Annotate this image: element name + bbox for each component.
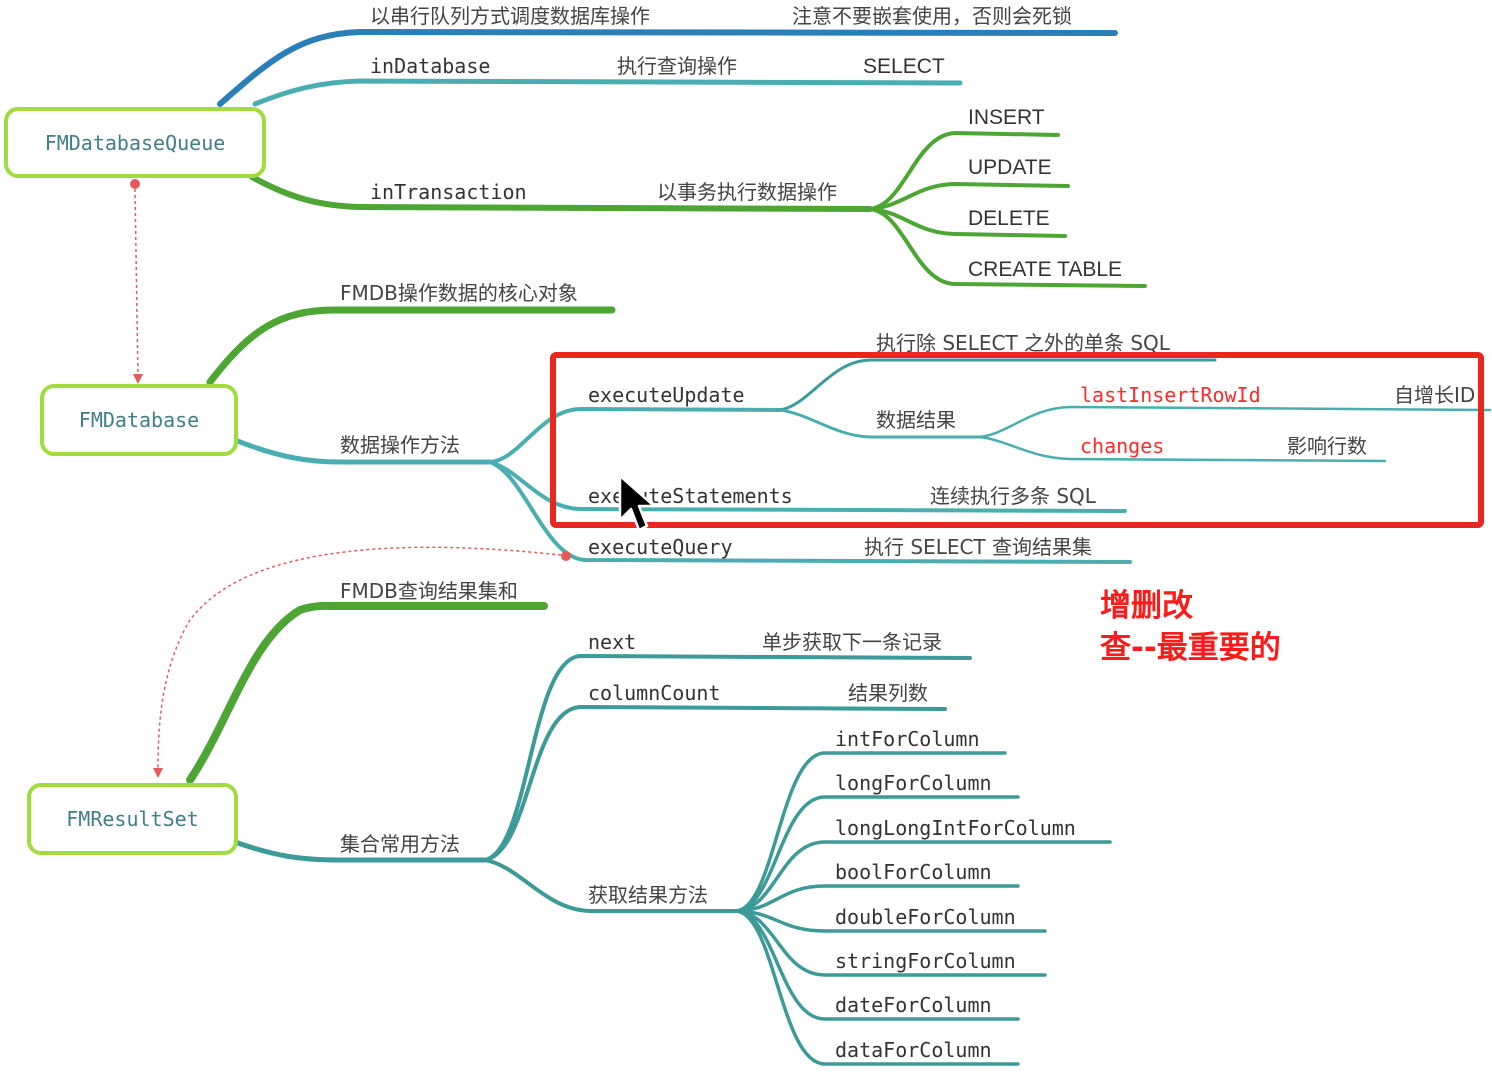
relation-queue-database: [134, 188, 139, 379]
getter-branches: [733, 751, 1112, 1066]
label-getter: stringForColumn: [835, 949, 1016, 973]
label-executeupdate-desc: 执行除 SELECT 之外的单条 SQL: [876, 331, 1170, 355]
label-executeupdate: executeUpdate: [588, 383, 745, 407]
annotation-line1: 增删改: [1100, 588, 1193, 624]
branch-getters: [483, 858, 737, 913]
label-resultset-methods: 集合常用方法: [340, 832, 460, 856]
annotation-note: 增删改 查--最重要的: [1100, 585, 1281, 669]
label-database-methods: 数据操作方法: [340, 433, 460, 457]
label-intransaction: inTransaction: [370, 180, 527, 204]
label-columncount: columnCount: [588, 681, 721, 705]
branch-resultset-desc: [186, 601, 548, 784]
label-intransaction-desc: 以事务执行数据操作: [657, 180, 837, 204]
node-fmresultset[interactable]: FMResultSet: [27, 783, 238, 855]
label-indatabase-desc: 执行查询操作: [617, 54, 737, 78]
label-changes-desc: 影响行数: [1287, 434, 1367, 458]
label-next-desc: 单步获取下一条记录: [762, 630, 942, 654]
label-lastinsertrowid-desc: 自增长ID: [1394, 385, 1476, 405]
getter-branch-line: [733, 884, 1020, 913]
label-executestatements-desc: 连续执行多条 SQL: [930, 484, 1096, 508]
label-getter: doubleForColumn: [835, 905, 1016, 929]
branch-changes: [978, 435, 1387, 463]
branch-intransaction: [249, 174, 873, 212]
label-next: next: [588, 630, 637, 654]
label-executequery: executeQuery: [588, 535, 733, 559]
label-result: 数据结果: [876, 408, 956, 432]
label-database-desc: FMDB操作数据的核心对象: [340, 281, 578, 305]
label-getters: 获取结果方法: [588, 883, 708, 907]
branch-update: [868, 181, 1070, 211]
getter-branch-line: [733, 909, 1020, 1066]
branch-database-desc: [206, 306, 616, 386]
branch-queue-desc: [217, 28, 1118, 107]
branch-indatabase: [252, 78, 963, 107]
label-getter: dataForColumn: [835, 1038, 992, 1062]
branch-result: [778, 408, 982, 439]
label-select: SELECT: [863, 55, 945, 78]
branch-executeupdate: [488, 406, 782, 464]
branch-resultset-methods: [232, 839, 488, 863]
branch-lastinsertrowid: [978, 405, 1492, 439]
label-op-create-table: CREATE TABLE: [968, 258, 1123, 281]
label-op-insert: INSERT: [968, 106, 1045, 129]
branch-executeupdate-desc: [778, 358, 1217, 412]
label-queue-desc: 以串行队列方式调度数据库操作: [370, 4, 650, 28]
label-getter: longLongIntForColumn: [835, 816, 1076, 840]
branch-executequery: [488, 460, 1132, 564]
node-fmdatabasequeue[interactable]: FMDatabaseQueue: [4, 107, 266, 178]
relation-query-resultset: [157, 546, 562, 771]
label-indatabase: inDatabase: [370, 54, 491, 78]
getter-branch-line: [733, 840, 1112, 913]
branch-next: [483, 653, 972, 862]
mouse-cursor-icon: [618, 474, 656, 532]
label-op-delete: DELETE: [968, 207, 1050, 230]
branch-create-table: [868, 207, 1147, 288]
label-changes: changes: [1080, 434, 1165, 458]
node-fmdatabase[interactable]: FMDatabase: [40, 384, 238, 456]
label-lastinsertrowid: lastInsertRowId: [1080, 383, 1261, 407]
branch-insert: [868, 130, 1060, 211]
getter-branch-line: [733, 751, 1007, 913]
branch-columncount: [483, 704, 947, 862]
branch-database-methods: [232, 437, 493, 465]
label-getter: longForColumn: [835, 771, 992, 795]
label-queue-warning: 注意不要嵌套使用，否则会死锁: [792, 4, 1072, 28]
label-columncount-desc: 结果列数: [848, 681, 928, 705]
label-op-update: UPDATE: [968, 156, 1052, 179]
label-resultset-desc: FMDB查询结果集和: [340, 579, 518, 603]
label-getter: intForColumn: [835, 727, 980, 751]
annotation-line2: 查--最重要的: [1100, 630, 1281, 666]
label-getter: boolForColumn: [835, 860, 992, 884]
label-getter: dateForColumn: [835, 993, 992, 1017]
label-executequery-desc: 执行 SELECT 查询结果集: [864, 535, 1093, 559]
getter-branch-line: [733, 795, 1020, 913]
highlight-box: [550, 352, 1484, 528]
